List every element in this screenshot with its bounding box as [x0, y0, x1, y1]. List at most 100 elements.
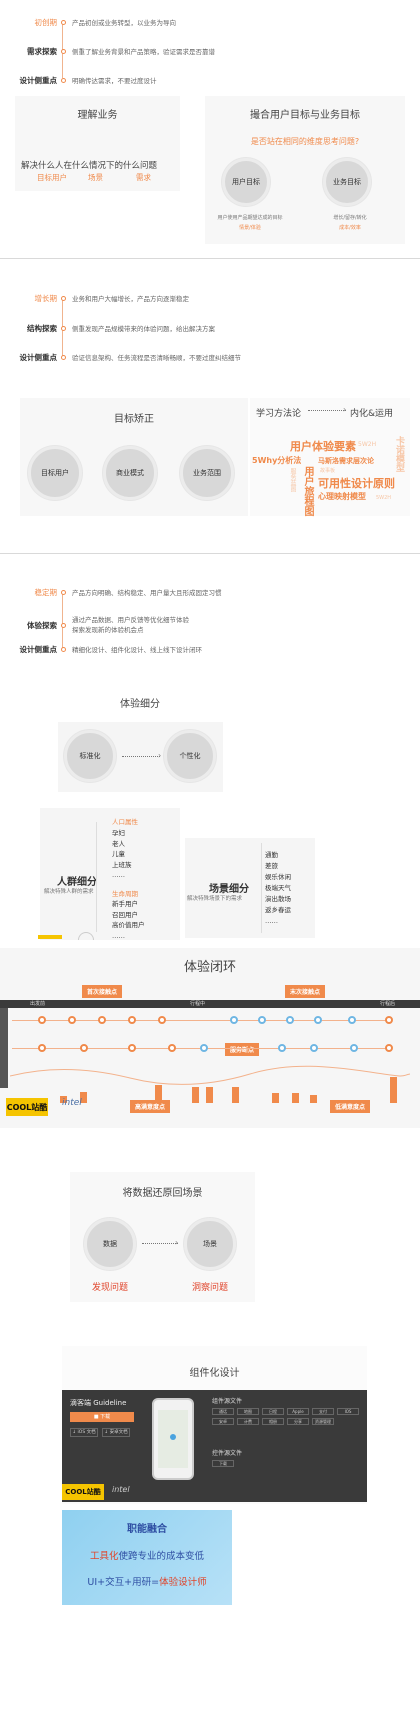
data-scene-title: 将数据还原回场景	[122, 1188, 203, 1199]
stage-bar: 出发前 行程中 行程后	[0, 1000, 420, 1008]
panel-title: 目标矫正	[114, 414, 154, 425]
stage-label: 设计侧重点	[19, 644, 58, 654]
journey-step	[314, 1016, 322, 1024]
merge-title: 职能融合	[127, 1524, 167, 1535]
lib-button[interactable]: 计费	[237, 1418, 259, 1425]
lib-title: 组件源文件	[212, 1398, 243, 1405]
crowd-title: 人群细分	[57, 877, 97, 888]
timeline-row: 初创期 产品初创或业务转型，以业务为导向	[5, 15, 177, 29]
timeline-row: 稳定期 产品方向明确、结构稳定、用户量大且形成固定习惯	[5, 585, 222, 599]
timeline-dot	[61, 48, 66, 54]
stage-text: 精细化设计、组件化设计、线上线下设计闭环	[72, 646, 202, 654]
phone-mockup	[152, 1398, 194, 1480]
satisfaction-bar	[310, 1095, 317, 1103]
arrow-line	[142, 1243, 178, 1244]
merge-line2: UI+交互+用研=体验设计师	[62, 1574, 232, 1588]
guideline-chip[interactable]: ↓ iOS 文档	[70, 1428, 98, 1437]
attr-item: 老人	[112, 839, 125, 848]
stage-label: 稳定期	[34, 587, 58, 597]
arrow-head-icon: ›	[343, 405, 347, 414]
stage-text: 通过产品数据、用户反馈等优化细节体验 探索发现新的体验机会点	[72, 616, 189, 634]
circle-personal: 个性化	[164, 730, 216, 782]
lib-button[interactable]: 资源管理	[312, 1418, 334, 1425]
scene-item: 返乡春运	[265, 906, 291, 914]
stage-label: 出发前	[30, 1001, 46, 1007]
lib-button[interactable]: 通话	[212, 1408, 234, 1415]
arrow-line	[308, 410, 346, 411]
lib-button[interactable]: 安卓	[212, 1418, 234, 1425]
lib-buttons: 通话 地图 日程 Apple 支付 IOS 安卓 计费 相册 分享 资源管理	[212, 1408, 362, 1425]
journey-step	[258, 1016, 266, 1024]
stage-label: 设计侧重点	[19, 352, 58, 362]
journey-step	[230, 1016, 238, 1024]
scene-item: 通勤	[265, 851, 278, 859]
stage-text: 业务和用户大幅增长，产品方向逐渐稳定	[72, 295, 189, 303]
journey-step	[158, 1016, 166, 1024]
lib-button[interactable]: 日程	[262, 1408, 284, 1415]
section-divider	[0, 553, 420, 554]
arrow-head-icon: ›	[175, 1238, 179, 1247]
experience-loop-panel: 体验闭环 出发前 行程中 行程后 首次接触点 末次接触点 服务断点 高满意度点 …	[0, 948, 420, 1128]
journey-step	[310, 1044, 318, 1052]
line1-rest: 使跨专业的成本变低	[118, 1551, 205, 1562]
stage-text: 明确传达需求，不要过度设计	[72, 77, 157, 85]
circle-scene: 场景	[184, 1218, 236, 1270]
circle-business-scope: 业务范围	[180, 446, 234, 500]
stage-text: 侧重发现产品规模带来的体验问题，给出解决方案	[72, 325, 215, 333]
attr-item: 儿童	[112, 850, 125, 858]
panel-title: 理解业务	[77, 110, 118, 121]
life-list: 新手用户 召回用户 高价值用户 ……	[112, 899, 145, 941]
scene-sub: 解决特殊场景下的需求	[187, 896, 243, 902]
life-item: 召回用户	[112, 910, 138, 919]
attr-item: 孕妇	[112, 829, 125, 837]
lib-button[interactable]: Apple	[287, 1408, 309, 1415]
crowd-sub: 解决特殊人群的需求	[44, 889, 94, 895]
journey-step	[38, 1016, 46, 1024]
learn-methodology: 学习方法论	[256, 409, 302, 419]
lib-button[interactable]: 支付	[312, 1408, 334, 1415]
lib-button[interactable]: 相册	[262, 1418, 284, 1425]
biz-goal-desc: 增长/留存/转化	[333, 215, 367, 221]
life-head: 生命周期	[112, 890, 138, 898]
timeline-dot	[61, 295, 66, 301]
yellow-marker	[38, 935, 62, 939]
timeline-line	[62, 592, 63, 648]
lib-button[interactable]: 地图	[237, 1408, 259, 1415]
biz-goal-circle: 业务目标	[323, 158, 371, 206]
journey-step	[128, 1044, 136, 1052]
guideline-button[interactable]: ■ 下载	[70, 1412, 134, 1422]
timeline-dot	[61, 589, 66, 595]
timeline-row: 增长期 业务和用户大幅增长，产品方向逐渐稳定	[5, 291, 190, 305]
highlight-experience-designer: 体验设计师	[159, 1577, 207, 1588]
word-5why: 5Why分析法	[252, 456, 302, 465]
lib-button[interactable]: IOS	[337, 1408, 359, 1415]
word-5w2h: 5W2H	[358, 441, 377, 448]
component-showcase: 滴客端 Guideline ■ 下载 ↓ iOS 文档 ↓ 安卓文档 组件源文件…	[62, 1390, 367, 1502]
low-satisfaction-tag: 低满意度点	[330, 1100, 371, 1113]
timeline-dot	[61, 77, 66, 83]
timeline-row: 设计侧重点 明确传达需求，不要过度设计	[5, 73, 157, 87]
service-break-tag: 服务断点	[225, 1043, 260, 1056]
stage-label: 增长期	[34, 293, 58, 303]
word-service-blueprint: 服务蓝图	[289, 468, 296, 492]
timeline-dot	[61, 325, 66, 331]
download-button[interactable]: 下载	[212, 1460, 234, 1467]
biz-goal-sub: 成本/效率	[339, 225, 361, 231]
journey-step	[286, 1016, 294, 1024]
scene-list: 通勤 差旅 娱乐休闲 极端天气 演出散场 返乡春运 ……	[265, 850, 291, 927]
component-title: 组件化设计	[189, 1368, 240, 1379]
methodology-panel: 学习方法论 › 内化&运用 用户体验要素 5W2H 5Why分析法 马斯洛需求层…	[250, 398, 410, 516]
satisfaction-bar	[155, 1085, 162, 1103]
lib-button[interactable]: 分享	[287, 1418, 309, 1425]
stage-text: 验证信息架构、任务流程是否清晰畅顺，不要过度纠结细节	[72, 354, 241, 362]
guideline-chip[interactable]: ↓ 安卓文档	[102, 1428, 130, 1437]
caption-find-problem: 发现问题	[91, 1283, 128, 1293]
stage-text: 产品初创或业务转型，以业务为导向	[72, 19, 176, 27]
satisfaction-bar	[272, 1093, 279, 1103]
word-user-journey: 用户旅程图	[302, 466, 313, 516]
high-satisfaction-tag: 高满意度点	[130, 1100, 171, 1113]
journey-step	[38, 1044, 46, 1052]
satisfaction-bar	[390, 1077, 397, 1103]
journey-step	[348, 1016, 356, 1024]
timeline-row: 设计侧重点 精细化设计、组件化设计、线上线下设计闭环	[5, 642, 203, 656]
